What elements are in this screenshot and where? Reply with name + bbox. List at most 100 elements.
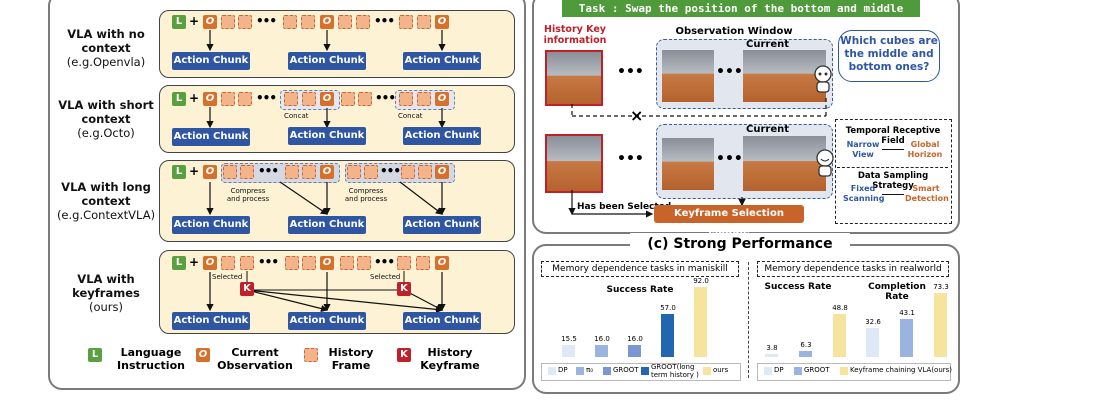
- concat-label: Concat: [284, 112, 309, 120]
- ellipsis: •••: [258, 164, 279, 178]
- selected-label: Selected: [370, 273, 401, 281]
- legend-ours-swatch: [840, 367, 848, 375]
- bar-value-label-1-0: 3.8: [766, 343, 778, 352]
- legend-history-icon: [304, 348, 318, 362]
- row-label-no-context: VLA with no context(e.g.Openvla): [66, 27, 146, 69]
- history-key-image-top: [545, 50, 603, 106]
- bar-0-0: [562, 345, 575, 357]
- legend-dp-label: DP: [558, 366, 568, 374]
- narrow-view-label: Narrow View: [846, 140, 880, 159]
- realworld-success-rate-label: Success Rate: [764, 282, 832, 292]
- history-frame: [347, 165, 361, 179]
- performance-title: (c) Strong Performance: [630, 233, 850, 255]
- history-frame: [285, 256, 299, 270]
- current-frame-image: [743, 50, 826, 102]
- history-frame: [397, 256, 411, 270]
- action-chunk: Action Chunk: [403, 216, 481, 234]
- current-obs-token: O: [435, 256, 449, 270]
- ellipsis: •••: [256, 91, 277, 105]
- bar-value-label-1-1: 6.3: [800, 341, 812, 350]
- compress-label: Compress and process: [344, 187, 388, 203]
- obs-frame-image: [662, 138, 714, 190]
- history-frame: [416, 256, 430, 270]
- current-label: Current: [746, 39, 790, 50]
- bar-1-0: [765, 353, 778, 357]
- action-chunk: Action Chunk: [172, 128, 250, 146]
- legend-groot-long-swatch: [641, 367, 649, 375]
- dss-title: Data Sampling Strategy: [857, 171, 929, 191]
- has-been-selected-label: Has been Selected: [577, 202, 672, 212]
- keyframe-token: K: [240, 282, 254, 296]
- ellipsis: •••: [374, 255, 395, 269]
- ellipsis-obs: •••: [716, 151, 743, 167]
- legend-groot-long-label: GROOT(long term history ): [651, 363, 699, 379]
- bar-value-label-2-0: 32.6: [865, 318, 881, 327]
- question-bubble: Which cubes are the middle and bottom on…: [838, 30, 940, 82]
- history-frame: [358, 92, 372, 106]
- bar-0-4: [694, 287, 707, 357]
- history-frame: [221, 92, 235, 106]
- bar-0-2: [628, 344, 641, 357]
- bar-0-1: [595, 344, 608, 357]
- current-obs-token: O: [203, 15, 217, 29]
- current-obs-token: O: [320, 15, 334, 29]
- history-key-image-bottom: [545, 134, 603, 193]
- row-label-keyframes: VLA with keyframes(ours): [72, 272, 140, 314]
- history-frame: [341, 92, 355, 106]
- comparison-divider: [837, 167, 948, 168]
- legend-dp-swatch: [764, 367, 772, 375]
- compress-label: Compress and process: [226, 187, 270, 203]
- task-banner: Task : Swap the position of the bottom a…: [562, 0, 920, 32]
- current-obs-token: O: [320, 256, 334, 270]
- keyframe-selection-module: Keyframe Selection Module: [654, 205, 804, 237]
- action-chunk: Action Chunk: [288, 312, 366, 330]
- legend-ours-swatch: [703, 367, 711, 375]
- bar-value-label-2-2: 73.3: [933, 282, 949, 291]
- legend-ours-label: Keyframe chaining VLA(ours): [850, 366, 953, 374]
- fixed-scanning-label: Fixed Scanning: [843, 184, 885, 203]
- legend-pi0-label: π₀: [586, 366, 594, 374]
- history-frame: [285, 165, 299, 179]
- history-frame: [221, 15, 235, 29]
- bar-1-1: [799, 351, 812, 357]
- legend-groot-label: GROOT: [613, 366, 639, 374]
- plus-sign: +: [189, 164, 200, 178]
- action-chunk: Action Chunk: [288, 216, 366, 234]
- bar-2-1: [900, 319, 913, 357]
- bar-value-label-0-0: 15.5: [561, 335, 577, 344]
- bar-0-3: [661, 313, 674, 357]
- history-frame: [357, 256, 371, 270]
- history-frame: [418, 165, 432, 179]
- history-frame: [364, 165, 378, 179]
- language-token: L: [172, 92, 186, 106]
- legend-ours-label: ours: [713, 366, 729, 374]
- cross-icon: ×: [630, 106, 644, 125]
- current-frame-image: [743, 136, 826, 191]
- smart-detection-label: Smart Detection: [905, 184, 949, 203]
- bar-value-label-1-2: 48.8: [832, 304, 848, 313]
- plus-sign: +: [189, 91, 200, 105]
- history-frame: [223, 165, 237, 179]
- robot-confused-icon: [810, 64, 836, 94]
- concat-label: Concat: [398, 112, 423, 120]
- comparison-box: [835, 119, 952, 224]
- legend-current-label: Current Observation: [217, 346, 293, 372]
- history-frame: [221, 256, 235, 270]
- global-horizon-label: Global Horizon: [907, 140, 943, 159]
- history-frame: [283, 15, 297, 29]
- current-obs-token: O: [435, 165, 449, 179]
- history-frame: [240, 165, 254, 179]
- current-obs-token: O: [203, 92, 217, 106]
- history-frame: [340, 256, 354, 270]
- bar-2-0: [866, 328, 879, 357]
- observation-window-label: Observation Window: [675, 26, 793, 37]
- language-token: L: [172, 256, 186, 270]
- legend-history-label: History Frame: [328, 346, 374, 372]
- robot-happy-icon: [812, 148, 838, 178]
- action-chunk: Action Chunk: [288, 52, 366, 70]
- action-chunk: Action Chunk: [172, 312, 250, 330]
- current-obs-token: O: [203, 165, 217, 179]
- bar-value-label-0-1: 16.0: [594, 334, 610, 343]
- ellipsis: •••: [256, 14, 277, 28]
